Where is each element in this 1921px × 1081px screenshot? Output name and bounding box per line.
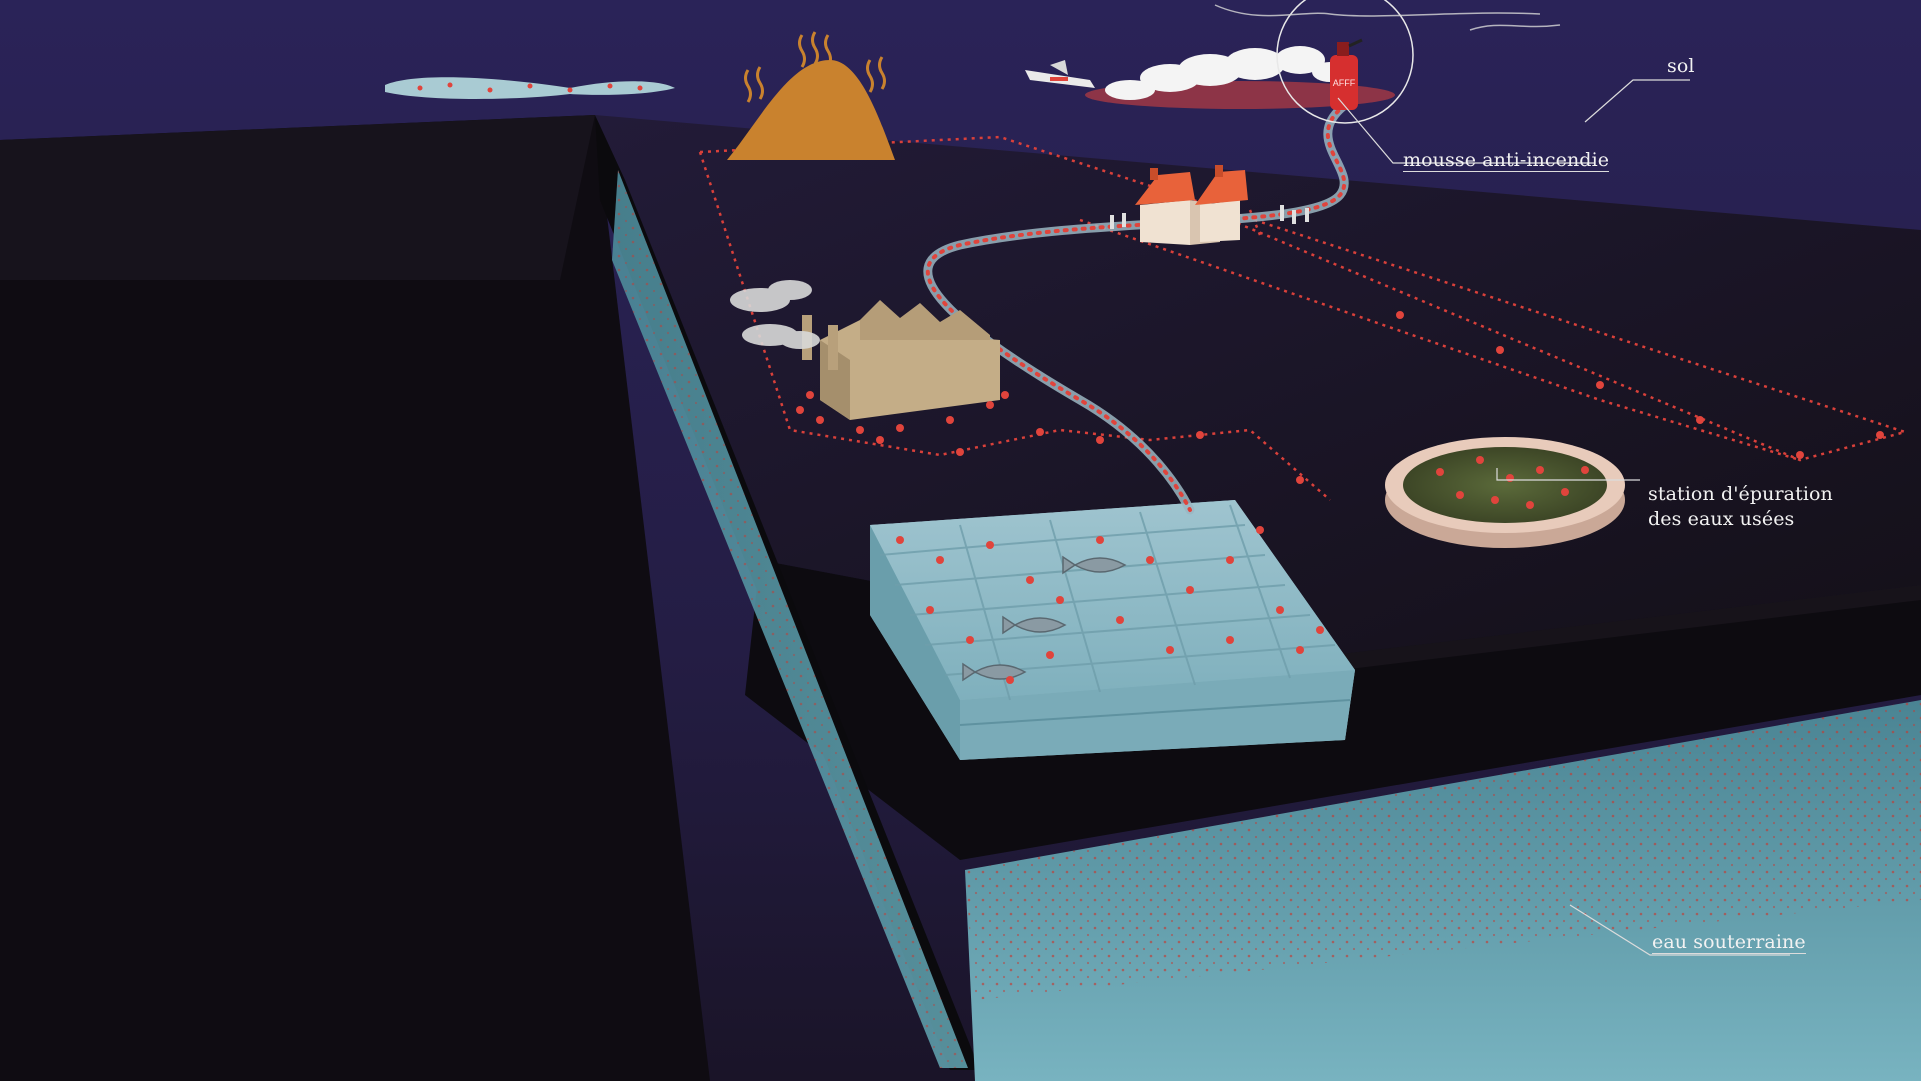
treatment-basin-icon [1385, 437, 1625, 548]
leader-lines [1337, 79, 1790, 956]
perimeter-path [698, 135, 1910, 501]
fire-extinguisher-icon: AFFF [1276, 0, 1414, 124]
smoke-icon [730, 280, 820, 349]
cloud-puddle-icon [385, 77, 675, 99]
plane-icon [1025, 60, 1095, 88]
label-firefighting-foam: mousse anti-incendie [1403, 149, 1610, 172]
people-icon [1110, 205, 1309, 229]
lake-particles [896, 526, 1324, 684]
house-icon [1135, 165, 1248, 245]
foam-spray-icon [1085, 46, 1395, 109]
extinguisher-tag: AFFF [1333, 78, 1356, 88]
left-ground-block [0, 115, 710, 1081]
dune-heat-icon [727, 31, 895, 160]
label-soil: sol [1667, 55, 1695, 77]
label-treatment-plant: station d'épuration des eaux usées [1648, 483, 1833, 530]
fish-icon [962, 555, 1127, 682]
label-groundwater: eau souterraine [1652, 931, 1806, 954]
